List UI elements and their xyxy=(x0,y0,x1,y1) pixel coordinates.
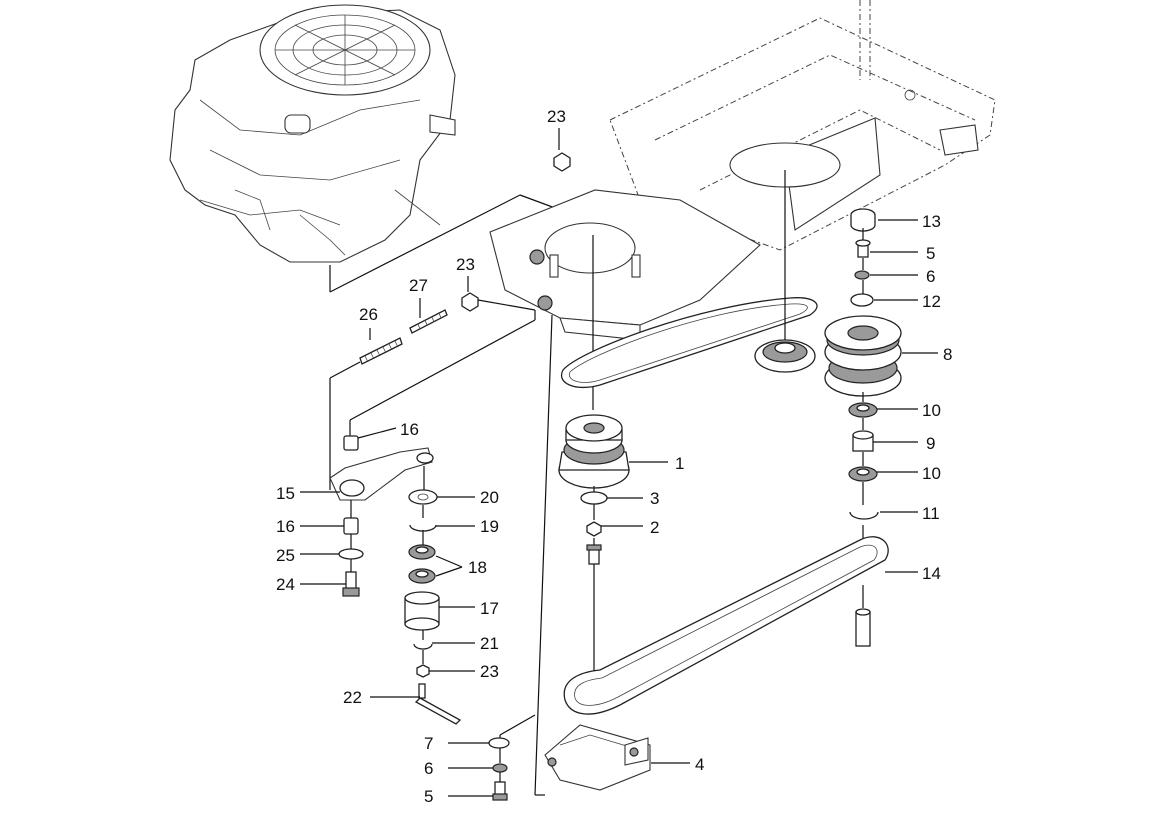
callout-leaders xyxy=(300,219,938,797)
nut-2 xyxy=(586,521,602,537)
callout-18: 18 xyxy=(468,558,487,577)
bushing-16-top xyxy=(343,435,359,451)
callout-20: 20 xyxy=(480,488,499,507)
belt-guide-4 xyxy=(544,724,651,791)
callout-23-mid: 23 xyxy=(456,255,475,274)
snap-ring-11 xyxy=(849,511,879,520)
callout-numbers: 23 13 5 6 12 8 23 27 26 10 9 10 16 1 11 … xyxy=(276,107,952,806)
callout-16-top: 16 xyxy=(400,420,419,439)
callout-2: 2 xyxy=(650,518,659,537)
pin-22 xyxy=(414,683,462,725)
callout-16-bottom: 16 xyxy=(276,517,295,536)
bolt-right-long xyxy=(855,608,871,647)
callout-27: 27 xyxy=(409,276,428,295)
callout-10-top: 10 xyxy=(922,401,941,420)
callout-17: 17 xyxy=(480,599,499,618)
callout-21: 21 xyxy=(480,634,499,653)
lockwasher-6-bottom xyxy=(492,763,508,773)
callout-9: 9 xyxy=(926,434,935,453)
callout-1: 1 xyxy=(675,454,684,473)
engine-leader-2 xyxy=(329,194,521,293)
pulley-8 xyxy=(824,315,902,397)
callout-7: 7 xyxy=(424,734,433,753)
washer-7 xyxy=(488,737,510,749)
belt-upper xyxy=(560,297,818,389)
bearing-10-bottom xyxy=(848,466,878,482)
callout-12: 12 xyxy=(922,292,941,311)
nut-23-bottom xyxy=(416,664,430,678)
lockwasher-6-right xyxy=(854,270,870,280)
cap-13 xyxy=(850,208,876,232)
callout-10-bottom: 10 xyxy=(922,464,941,483)
nut-23-top xyxy=(553,152,571,172)
bearing-18 xyxy=(408,544,436,584)
callout-5-right: 5 xyxy=(926,244,935,263)
callout-19: 19 xyxy=(480,517,499,536)
idler-pulley-17 xyxy=(404,591,440,631)
spring-26 xyxy=(359,337,403,365)
snap-ring-21 xyxy=(413,643,433,650)
callout-4: 4 xyxy=(695,755,704,774)
washer-12 xyxy=(850,293,874,307)
engine-illustration xyxy=(169,4,456,263)
pulley-1 xyxy=(558,414,630,489)
callout-11: 11 xyxy=(922,504,940,523)
frame-assembly xyxy=(489,0,996,341)
spacer-9 xyxy=(852,430,874,452)
callout-22: 22 xyxy=(343,688,362,707)
washer-25 xyxy=(338,548,364,560)
callout-25: 25 xyxy=(276,546,295,565)
callout-26: 26 xyxy=(359,305,378,324)
drive-pulley-engine xyxy=(754,339,816,373)
eyebolt-27 xyxy=(409,309,448,334)
callout-24: 24 xyxy=(276,575,295,594)
nut-23-mid xyxy=(461,292,479,312)
callout-5-bottom: 5 xyxy=(424,787,433,806)
callout-6-right: 6 xyxy=(926,267,935,286)
callout-23-top: 23 xyxy=(547,107,566,126)
callout-14: 14 xyxy=(922,564,941,583)
bushing-16-bottom xyxy=(343,517,359,535)
callout-13: 13 xyxy=(922,212,941,231)
bearing-10-top xyxy=(848,402,878,418)
bolt-5-bottom xyxy=(492,781,508,801)
callout-8: 8 xyxy=(943,345,952,364)
spacer-20 xyxy=(408,489,438,505)
callout-6-bottom: 6 xyxy=(424,759,433,778)
bolt-5-right xyxy=(855,239,871,258)
callout-3: 3 xyxy=(650,489,659,508)
idler-arm-15 xyxy=(329,447,434,501)
washer-3 xyxy=(580,491,608,505)
callout-15: 15 xyxy=(276,484,295,503)
belt-14 xyxy=(563,536,889,715)
callout-23-bottom: 23 xyxy=(480,662,499,681)
bolt-center xyxy=(586,544,602,565)
